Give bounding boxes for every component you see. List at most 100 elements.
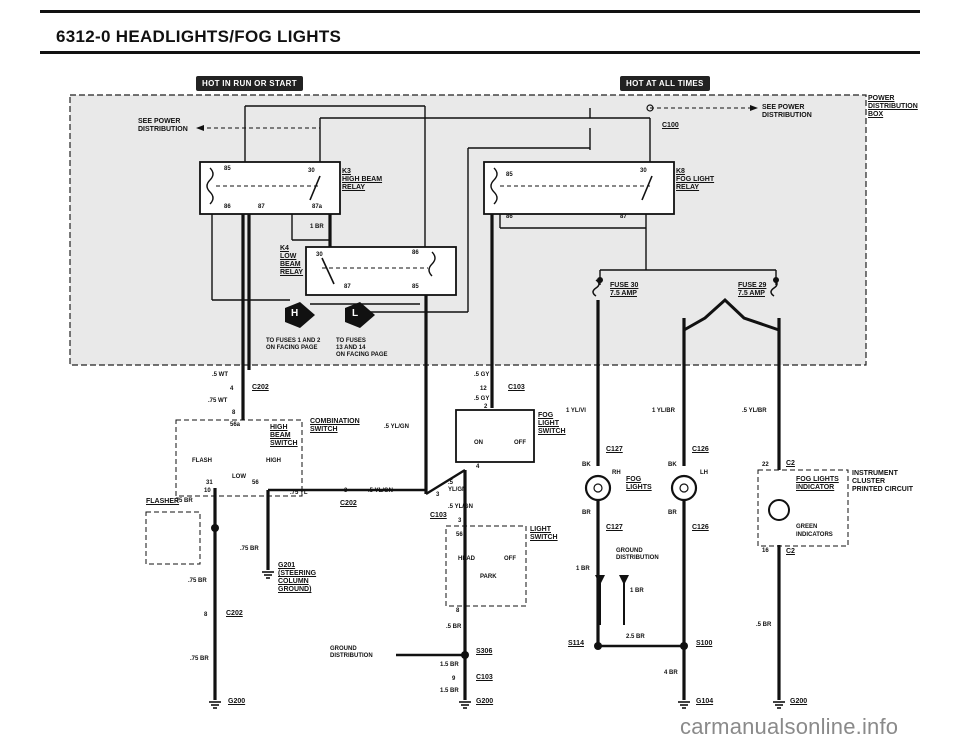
k8-relay-box — [483, 161, 675, 215]
fog-light-switch-box — [455, 409, 535, 463]
wire-5-gy-a: .5 GY — [474, 372, 490, 378]
s306-label: S306 — [476, 648, 493, 655]
wire-5-br: .5 BR — [446, 624, 462, 630]
l-arrow — [345, 302, 375, 328]
wire-75-yl: .75 YL — [290, 490, 308, 496]
hot-in-run-or-start-tag: HOT IN RUN OR START — [196, 76, 303, 91]
c202-b-label: C202 — [340, 500, 357, 507]
green-label: GREEN — [796, 524, 818, 530]
c103-b-label: C103 — [430, 512, 447, 519]
rh-label: RH — [612, 470, 621, 476]
wire-br-left: BR — [582, 510, 591, 516]
see-power-distribution-left: SEE POWER DISTRIBUTION — [138, 118, 188, 133]
c2-a-pin: 22 — [762, 462, 769, 468]
fog-indicator-lamp — [768, 499, 790, 521]
top-rule — [40, 10, 920, 13]
wire-5-gy-b: .5 GY — [474, 396, 490, 402]
c100-label: C100 — [662, 122, 679, 129]
wire-75-br-b: .75 BR — [240, 546, 259, 552]
g200-c-label: G200 — [790, 698, 808, 705]
k3-pin-85: 85 — [224, 166, 231, 172]
instrument-cluster-box — [757, 469, 849, 547]
c127-b-label: C127 — [606, 524, 623, 531]
c103-c-label: C103 — [476, 674, 493, 681]
g201-label: G201 (STEERING COLUMN GROUND) — [278, 562, 317, 593]
pin-8-b: 8 — [456, 608, 460, 614]
c2-a-label: C2 — [786, 460, 795, 467]
c202-a-label: C202 — [252, 384, 269, 391]
wire-25-br: 2.5 BR — [626, 634, 645, 640]
watermark: carmanualsonline.info — [680, 714, 899, 739]
k3-relay-box — [199, 161, 341, 215]
flasher-label: FLASHER — [146, 498, 180, 505]
pin-10: 10 — [204, 488, 211, 494]
wire-5-yl-gn-b: .5 YL/GN — [368, 488, 393, 494]
c103-c-pin: 9 — [452, 676, 456, 682]
h-arrow-letter: H — [291, 308, 299, 319]
k8-relay-label: K8 FOG LIGHT RELAY — [676, 168, 715, 191]
k3-pin-87a: 87a — [312, 204, 323, 210]
wire-15-br-b: 1.5 BR — [440, 688, 459, 694]
wire-bk-right: BK — [668, 462, 677, 468]
k3-pin-30: 30 — [308, 168, 315, 174]
pin-31: 31 — [206, 480, 213, 486]
k4-relay-box — [305, 246, 457, 296]
indicators-label: INDICATORS — [796, 532, 833, 538]
wire-75-br-c: .75 BR — [188, 578, 207, 584]
ground-distribution-a: GROUND DISTRIBUTION — [330, 646, 373, 659]
wire-75-br-a: .75 BR — [174, 498, 193, 504]
c126-b-label: C126 — [692, 524, 709, 531]
l-arrow-letter: L — [352, 308, 359, 319]
light-switch-label: LIGHT SWITCH — [530, 526, 558, 541]
fuse-30-label: FUSE 30 7.5 AMP — [610, 282, 639, 297]
instrument-cluster-label: INSTRUMENT CLUSTER PRINTED CIRCUIT — [852, 470, 914, 493]
light-switch-off: OFF — [504, 556, 516, 562]
k8-pin-30: 30 — [640, 168, 647, 174]
k4-pin-86: 86 — [412, 250, 419, 256]
k3-coil — [206, 167, 214, 205]
wire-75-br-d: .75 BR — [190, 656, 209, 662]
c202-a-pin: 4 — [230, 386, 234, 392]
fog-lights-indicator-label: FOG LIGHTS INDICATOR — [796, 476, 839, 491]
s100-label: S100 — [696, 640, 713, 647]
wire-5-yl-gn-a: .5 YL/GN — [384, 424, 409, 430]
wire-4-br: 4 BR — [664, 670, 678, 676]
high-label: HIGH — [266, 458, 281, 464]
k4-pin-85: 85 — [412, 284, 419, 290]
k4-pin-87: 87 — [344, 284, 351, 290]
light-switch-box — [445, 525, 527, 607]
low-label: LOW — [232, 474, 246, 480]
c103-b-pin: 3 — [436, 492, 440, 498]
wire-75-wt: .75 WT — [208, 398, 228, 404]
k8-pin-87: 87 — [620, 214, 627, 220]
fog-switch-on: ON — [474, 440, 483, 446]
light-switch-park: PARK — [480, 574, 497, 580]
c202-c-pin: 8 — [204, 612, 208, 618]
pin-4: 4 — [476, 464, 480, 470]
k3-pin-87: 87 — [258, 204, 265, 210]
k3-relay-label: K3 HIGH BEAM RELAY — [342, 168, 383, 191]
c2-b-label: C2 — [786, 548, 795, 555]
power-distribution-box-label: POWER DISTRIBUTION BOX — [868, 95, 918, 118]
to-fuses-h-label: TO FUSES 1 AND 2 ON FACING PAGE — [266, 338, 321, 351]
c2-b-pin: 16 — [762, 548, 769, 554]
wire-1-br-right: 1 BR — [630, 588, 644, 594]
high-beam-switch-label: HIGH BEAM SWITCH — [270, 424, 298, 447]
wire-1-br: 1 BR — [310, 224, 324, 230]
pin-3: 3 — [458, 518, 462, 524]
lh-label: LH — [700, 470, 708, 476]
g200-b-label: G200 — [476, 698, 494, 705]
pin-8-a: 8 — [232, 410, 236, 416]
page-title: 6312-0 HEADLIGHTS/FOG LIGHTS — [56, 27, 342, 46]
c103-a-label: C103 — [508, 384, 525, 391]
c202-b-pin: 3 — [344, 488, 348, 494]
wire-1-yl-vi: 1 YL/VI — [566, 408, 586, 414]
fog-switch-off: OFF — [514, 440, 526, 446]
k4-relay-label: K4 LOW BEAM RELAY — [280, 245, 304, 276]
wire-5-wt: .5 WT — [212, 372, 228, 378]
h-arrow — [285, 302, 315, 328]
light-switch-pin-56: 56 — [456, 532, 463, 538]
fog-light-switch-label: FOG LIGHT SWITCH — [538, 412, 566, 435]
rh-fog-light — [584, 474, 612, 502]
